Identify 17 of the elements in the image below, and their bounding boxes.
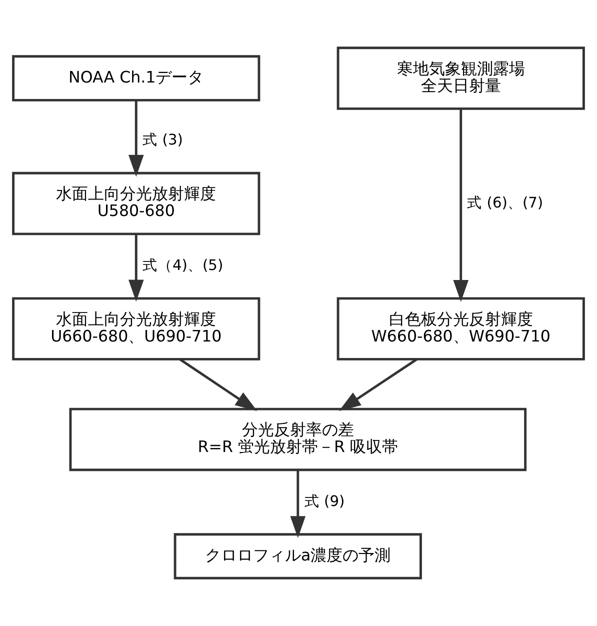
arrow: [338, 358, 418, 411]
node-box: 分光反射率の差 R=R 蛍光放射帯－R 吸収帯: [69, 408, 527, 472]
node-box: NOAA Ch.1データ: [12, 55, 260, 102]
node-box: 水面上向分光放射輝度 U660-680、U690-710: [12, 297, 260, 360]
arrow: [128, 100, 144, 177]
edge-label: 式 (3): [142, 132, 183, 149]
edge-label: 式 (9): [304, 492, 345, 510]
edge-label: 式 (6)、(7): [467, 194, 544, 212]
node-box: 白色板分光反射輝度 W660-680、W690-710: [336, 297, 585, 360]
node-box: 水面上向分光放射輝度 U580-680: [12, 172, 260, 236]
node-box: クロロフィルa濃度の予測: [174, 533, 422, 580]
arrow: [179, 358, 258, 411]
arrow: [128, 234, 144, 302]
arrow: [290, 470, 306, 538]
edge-label: 式（4)、(5): [142, 256, 224, 274]
arrow: [453, 108, 469, 302]
node-box: 寒地気象観測露場 全天日射量: [336, 46, 585, 110]
